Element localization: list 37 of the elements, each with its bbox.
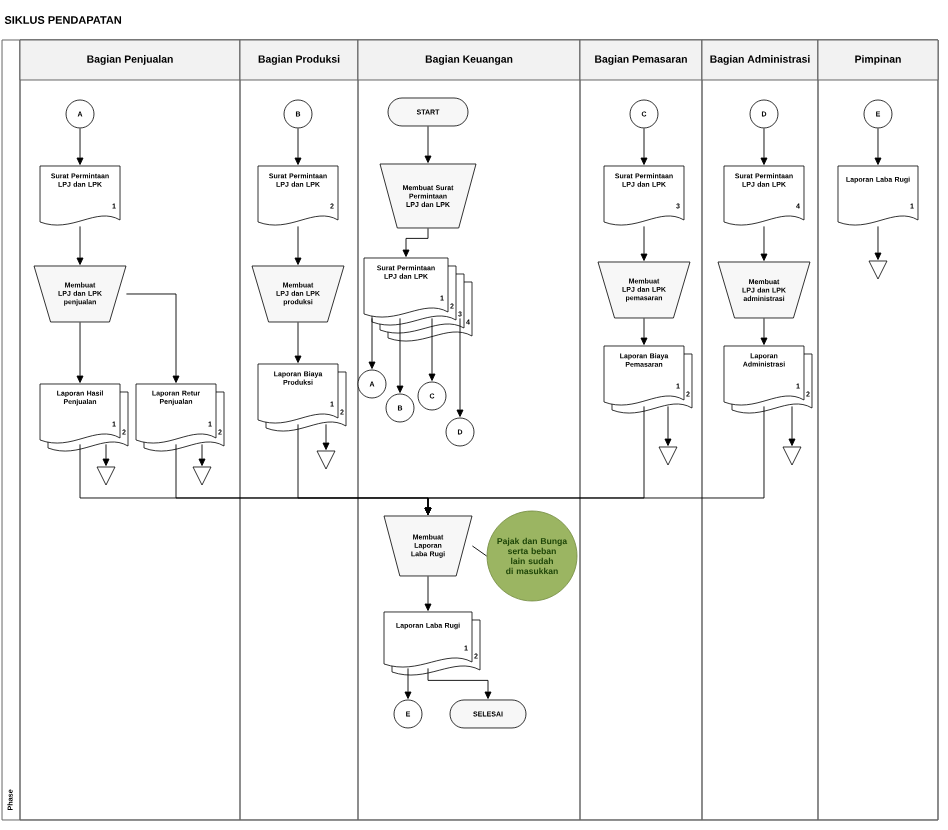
arrow bbox=[102, 443, 110, 466]
archive-triangle bbox=[192, 466, 212, 486]
arrow bbox=[456, 317, 464, 417]
archive-triangle bbox=[868, 260, 888, 280]
arrow bbox=[396, 317, 404, 393]
arrow bbox=[125, 293, 180, 383]
arrow bbox=[294, 321, 302, 363]
arrow bbox=[404, 667, 412, 699]
connector-line bbox=[471, 545, 488, 557]
arrow bbox=[198, 443, 206, 466]
arrow bbox=[402, 227, 429, 257]
arrow bbox=[640, 127, 648, 165]
arrow bbox=[76, 225, 84, 265]
arrow bbox=[640, 225, 648, 261]
arrow bbox=[874, 225, 882, 260]
arrow bbox=[428, 317, 436, 381]
archive-triangle bbox=[96, 466, 116, 486]
arrow bbox=[368, 317, 376, 369]
archive-triangle bbox=[658, 446, 678, 466]
arrow bbox=[760, 317, 768, 345]
archive-triangle bbox=[782, 446, 802, 466]
arrow bbox=[424, 405, 765, 515]
arrow bbox=[427, 667, 492, 699]
archive-triangle bbox=[316, 450, 336, 470]
arrow bbox=[760, 225, 768, 261]
arrow bbox=[76, 321, 84, 383]
arrow bbox=[640, 317, 648, 345]
arrow bbox=[76, 127, 84, 165]
arrow bbox=[424, 575, 432, 611]
arrow bbox=[874, 127, 882, 165]
arrow bbox=[322, 423, 330, 450]
arrow bbox=[424, 125, 432, 163]
arrow bbox=[760, 127, 768, 165]
arrow bbox=[788, 405, 796, 446]
arrow bbox=[294, 127, 302, 165]
arrow bbox=[664, 405, 672, 446]
arrow bbox=[294, 225, 302, 265]
